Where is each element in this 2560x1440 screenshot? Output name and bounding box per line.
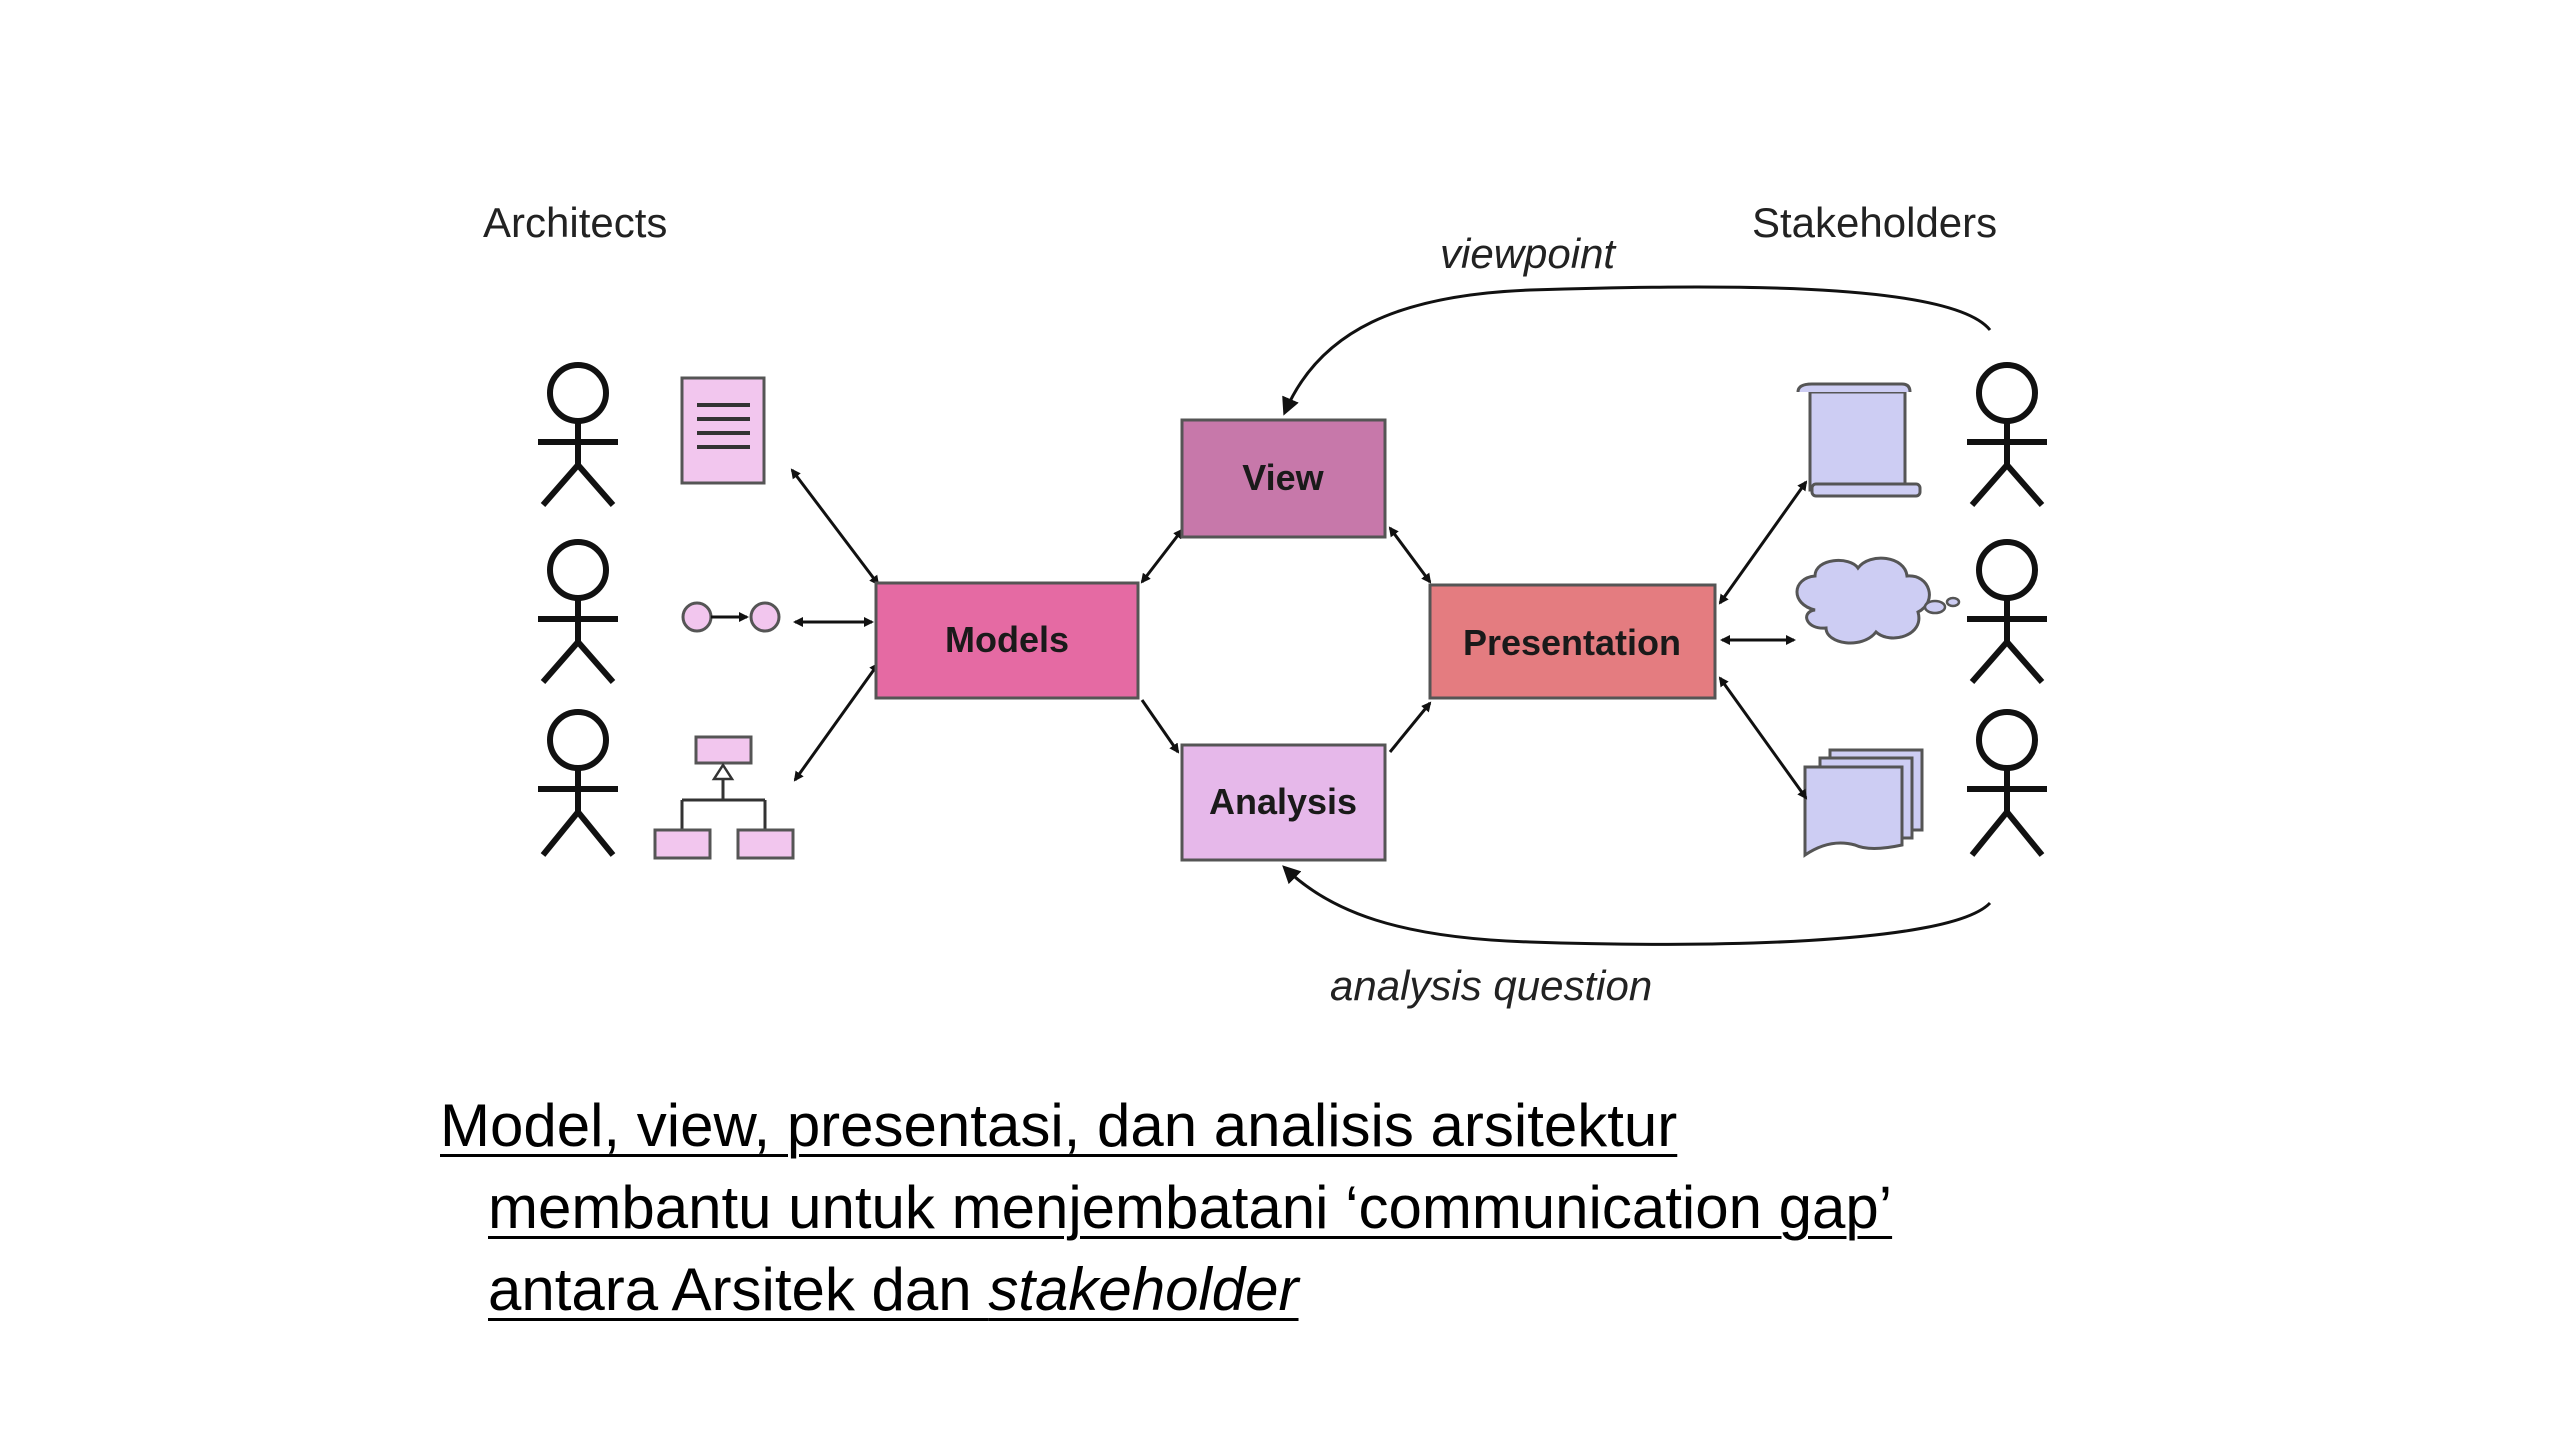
stacked-pages-icon bbox=[1803, 748, 1924, 858]
connector-models-analysis bbox=[1140, 699, 1180, 754]
connector-view-presentation bbox=[1388, 526, 1432, 584]
connector-analysis-presentation bbox=[1388, 701, 1432, 753]
caption-stakeholder-italic: stakeholder bbox=[988, 1256, 1299, 1323]
presentation-box: Presentation bbox=[1428, 583, 1717, 700]
document-icon bbox=[680, 376, 766, 485]
viewpoint-label: viewpoint bbox=[1440, 230, 1617, 277]
caption-line-3: antara Arsitek dan stakeholder bbox=[440, 1249, 2340, 1331]
class-hierarchy-icon bbox=[653, 735, 795, 860]
architect-figure-3 bbox=[538, 709, 618, 857]
view-box: View bbox=[1180, 418, 1387, 539]
stakeholder-figure-2 bbox=[1967, 539, 2047, 684]
stakeholder-figure-3 bbox=[1967, 709, 2047, 857]
models-box: Models bbox=[874, 581, 1140, 700]
graph-nodes-icon bbox=[681, 601, 781, 633]
connector-presentation-pages bbox=[1718, 676, 1808, 800]
caption-line-1: Model, view, presentasi, dan analisis ar… bbox=[440, 1092, 1678, 1159]
connector-models-view bbox=[1140, 528, 1184, 584]
caption-line-2: membantu untuk menjembatani ‘communicati… bbox=[488, 1174, 1893, 1241]
slide-caption: Model, view, presentasi, dan analisis ar… bbox=[440, 1085, 2340, 1331]
scroll-icon bbox=[1796, 382, 1922, 498]
connector-presentation-scroll bbox=[1718, 480, 1808, 605]
analysis-label: Analysis bbox=[1209, 781, 1357, 822]
models-label: Models bbox=[945, 619, 1069, 660]
architect-figure-2 bbox=[538, 539, 618, 684]
presentation-label: Presentation bbox=[1463, 622, 1681, 663]
stakeholder-figure-1 bbox=[1967, 362, 2047, 507]
thought-cloud-icon bbox=[1795, 556, 1961, 645]
architect-figure-1 bbox=[538, 362, 618, 507]
analysis-question-arrow bbox=[1282, 865, 1992, 946]
architects-label: Architects bbox=[483, 199, 667, 246]
viewpoint-arrow bbox=[1282, 285, 1992, 416]
connector-document-models bbox=[790, 468, 880, 586]
connector-hierarchy-models bbox=[793, 662, 880, 782]
analysis-box: Analysis bbox=[1180, 743, 1387, 862]
caption-line-3-text: antara Arsitek dan bbox=[488, 1256, 989, 1323]
stakeholders-label: Stakeholders bbox=[1752, 199, 1997, 246]
analysis-question-label: analysis question bbox=[1330, 962, 1652, 1009]
view-label: View bbox=[1242, 457, 1324, 498]
